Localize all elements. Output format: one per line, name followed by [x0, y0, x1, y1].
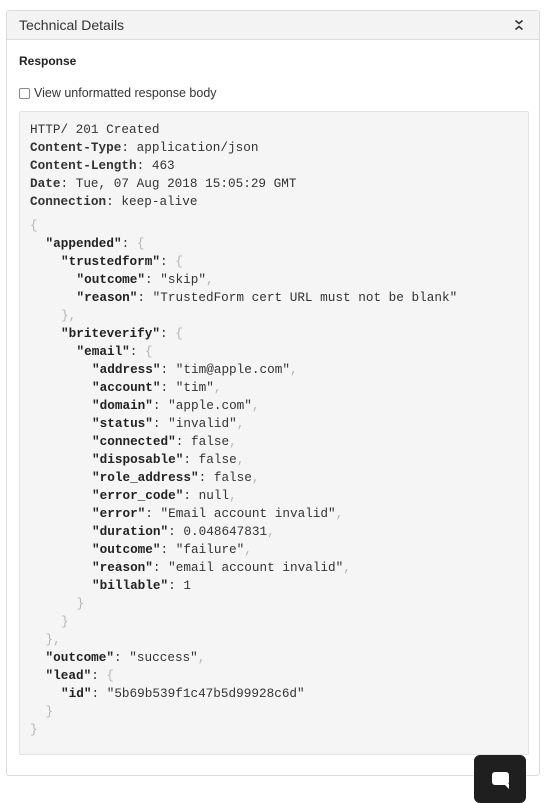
header-key: Content-Length — [30, 158, 137, 173]
header-line: Connection: keep-alive — [30, 194, 198, 209]
json-line: "appended": { — [45, 236, 145, 251]
header-value: keep-alive — [121, 194, 198, 209]
header-value: 463 — [151, 158, 175, 173]
json-line: "connected": false, — [92, 434, 237, 449]
json-line: "outcome": "success", — [45, 650, 206, 665]
json-line: } — [30, 722, 38, 737]
json-line: }, — [61, 308, 77, 323]
header-key: Content-Type — [30, 140, 122, 155]
panel-body: Response View unformatted response body … — [7, 40, 539, 755]
header-line: Date: Tue, 07 Aug 2018 15:05:29 GMT — [30, 176, 297, 191]
header-value: application/json — [136, 140, 259, 155]
panel-header[interactable]: Technical Details — [7, 11, 539, 40]
json-line: "error": "Email account invalid", — [92, 506, 344, 521]
response-body: HTTP/ 201 Created Content-Type: applicat… — [19, 111, 529, 755]
json-line: "domain": "apple.com", — [92, 398, 260, 413]
json-line: "account": "tim", — [92, 380, 222, 395]
json-line: "id": "5b69b539f1c47b5d99928c6d" — [61, 686, 305, 701]
json-line: } — [76, 596, 85, 611]
json-line: "reason": "email account invalid", — [92, 560, 351, 575]
unformatted-response-toggle[interactable]: View unformatted response body — [19, 85, 527, 101]
chat-bubble-icon — [492, 772, 509, 789]
json-line: "outcome": "skip", — [76, 272, 214, 287]
unformatted-response-checkbox[interactable] — [19, 87, 30, 99]
json-line: "email": { — [76, 344, 153, 359]
json-body: { "appended": { "trustedform": { "outcome":… — [30, 217, 518, 739]
panel-title: Technical Details — [19, 17, 125, 33]
json-line: "disposable": false, — [92, 452, 245, 467]
technical-details-panel: Technical Details Response View unformat… — [6, 10, 540, 776]
chevron-collapse-icon[interactable] — [511, 17, 527, 33]
json-line: "error_code": null, — [92, 488, 237, 503]
json-line: } — [61, 614, 69, 629]
json-line: "duration": 0.048647831, — [92, 524, 275, 539]
header-key: Connection — [30, 194, 107, 209]
json-line: }, — [45, 632, 61, 647]
unformatted-response-label: View unformatted response body — [34, 86, 217, 100]
json-line: "role_address": false, — [92, 470, 260, 485]
json-line: "outcome": "failure", — [92, 542, 252, 557]
header-line: Content-Type: application/json — [30, 140, 259, 155]
json-line: } — [45, 704, 54, 719]
chat-button[interactable] — [474, 755, 526, 803]
response-section-title: Response — [19, 54, 77, 68]
json-line: "reason": "TrustedForm cert URL must not… — [76, 290, 458, 305]
json-line: "lead": { — [45, 668, 115, 683]
status-line: HTTP/ 201 Created — [30, 122, 160, 137]
json-line: { — [30, 218, 38, 233]
json-line: "billable": 1 — [92, 578, 191, 593]
header-line: Content-Length: 463 — [30, 158, 175, 173]
json-line: "briteverify": { — [61, 326, 183, 341]
json-line: "status": "invalid", — [92, 416, 245, 431]
json-line: "address": "tim@apple.com", — [92, 362, 298, 377]
header-key: Date — [30, 176, 61, 191]
json-line: "trustedform": { — [61, 254, 183, 269]
header-value: Tue, 07 Aug 2018 15:05:29 GMT — [75, 176, 297, 191]
